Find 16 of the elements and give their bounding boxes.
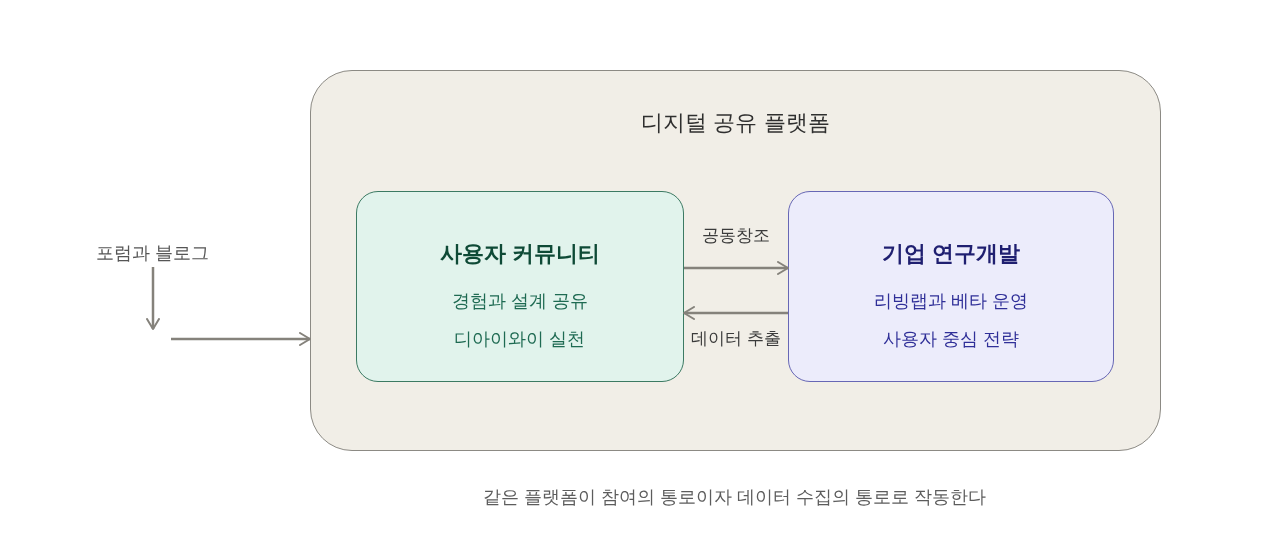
source-label: 포럼과 블로그 <box>96 239 210 267</box>
box-text: 리빙랩과 베타 운영 <box>874 290 1028 313</box>
arrow <box>684 261 789 275</box>
box-text: 디아이와이 실천 <box>454 328 586 351</box>
rounded-panel <box>310 70 1161 451</box>
box-heading: 기업 연구개발 <box>881 240 1021 268</box>
box-text: 사용자 중심 전략 <box>883 328 1019 351</box>
box-text: 경험과 설계 공유 <box>452 290 588 313</box>
arrow <box>683 306 788 320</box>
panel-heading: 디지털 공유 플랫폼 <box>641 109 830 137</box>
arrow <box>146 267 160 330</box>
rounded-box <box>788 191 1114 382</box>
rounded-box <box>356 191 684 382</box>
arrow <box>171 332 311 346</box>
box-heading: 사용자 커뮤니티 <box>439 240 601 268</box>
caption: 같은 플랫폼이 참여의 통로이자 데이터 수집의 통로로 작동한다 <box>483 486 987 509</box>
